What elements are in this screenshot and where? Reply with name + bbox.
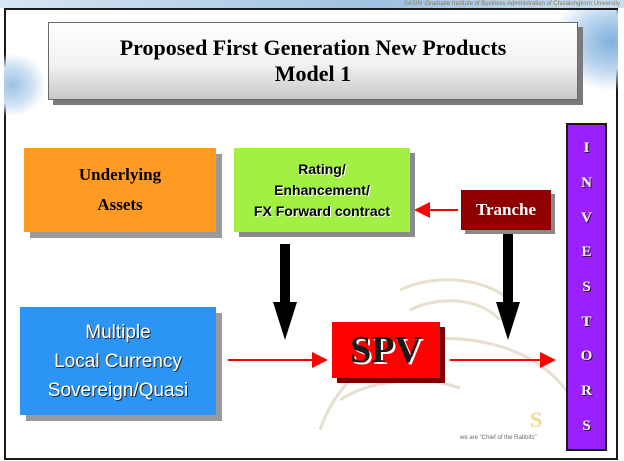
underlying-line-1: Underlying xyxy=(78,165,162,184)
spv-node: SPV xyxy=(332,322,440,378)
watermark-logo-icon: S xyxy=(530,407,543,432)
investors-letter: I xyxy=(583,140,590,157)
underlying-line-2: Assets xyxy=(97,195,143,214)
decorative-swoosh-left xyxy=(4,55,44,115)
tranche-node: Tranche xyxy=(461,190,551,230)
title-line-2: Model 1 xyxy=(274,61,352,86)
rabbit-watermark-icon xyxy=(318,278,582,431)
watermark-tagline: we are "Chief of the Rabbits" xyxy=(460,435,537,441)
investors-letter: R xyxy=(581,382,592,399)
investors-letter: E xyxy=(581,244,592,261)
underlying-assets-node: Underlying Assets xyxy=(24,148,216,232)
investors-node: I N V E S T O R S xyxy=(566,123,607,451)
multiple-line-3: Sovereign/Quasi xyxy=(47,379,189,401)
rating-line-3: FX Forward contract xyxy=(253,202,391,219)
multiple-local-currency-node: Multiple Local Currency Sovereign/Quasi xyxy=(20,307,216,415)
title-line-1: Proposed First Generation New Products xyxy=(119,35,507,60)
multiple-line-2: Local Currency xyxy=(54,350,182,372)
investors-letter: N xyxy=(581,174,592,191)
investors-letter: O xyxy=(580,348,593,365)
rating-line-1: Rating/ xyxy=(298,160,346,177)
rating-enhancement-node: Rating/ Enhancement/ FX Forward contract xyxy=(234,148,410,232)
investors-letter: S xyxy=(582,278,591,295)
investors-letter: S xyxy=(582,417,591,434)
header-credit: SASIN :Graduate Institute of Business Ad… xyxy=(403,1,620,7)
investors-letter: T xyxy=(581,313,592,330)
multiple-line-1: Multiple xyxy=(85,321,151,343)
header-band xyxy=(0,0,624,8)
investors-letter: V xyxy=(581,209,592,226)
rating-line-2: Enhancement/ xyxy=(274,181,370,198)
slide-title: Proposed First Generation New Products M… xyxy=(48,22,578,100)
